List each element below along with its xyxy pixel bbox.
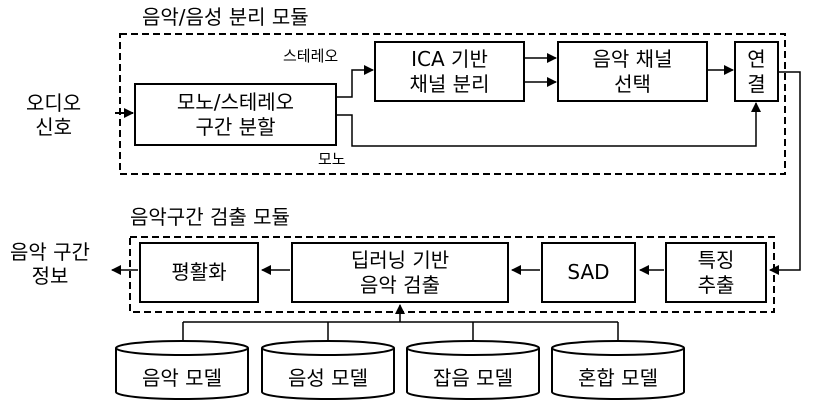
output-line-1: 음악 구간 bbox=[10, 240, 90, 264]
music-channel-select-box: 음악 채널 선택 bbox=[557, 41, 708, 102]
dl-music-detection-box: 딥러닝 기반 음악 검출 bbox=[291, 242, 509, 303]
detection-module-frame bbox=[129, 236, 775, 313]
mono-stereo-split-line-2: 구간 분할 bbox=[195, 114, 276, 139]
noise-model-db: 잡음 모델 bbox=[406, 340, 540, 400]
mixed-model-label: 혼합 모델 bbox=[578, 366, 658, 390]
database-icon bbox=[261, 340, 395, 400]
mixed-model-db: 혼합 모델 bbox=[551, 340, 685, 400]
separation-module-title: 음악/음성 분리 모듈 bbox=[142, 5, 309, 29]
speech-model-label: 음성 모델 bbox=[288, 366, 368, 390]
audio-input-line-1: 오디오 bbox=[26, 91, 82, 115]
concat-line-2: 결 bbox=[747, 71, 766, 96]
concat-box: 연 결 bbox=[734, 41, 779, 102]
music-model-db: 음악 모델 bbox=[115, 340, 249, 400]
audio-input-label: 오디오 신호 bbox=[26, 91, 81, 139]
mono-stereo-split-line-1: 모노/스테레오 bbox=[176, 89, 295, 114]
database-icon bbox=[115, 340, 249, 400]
ica-separation-line-1: ICA 기반 bbox=[411, 46, 488, 71]
ica-separation-line-2: 채널 분리 bbox=[409, 71, 490, 96]
mono-label: 모노 bbox=[318, 150, 346, 168]
database-icon bbox=[406, 340, 540, 400]
feature-extraction-box: 특징 추출 bbox=[665, 242, 767, 303]
feature-extraction-line-2: 추출 bbox=[697, 272, 735, 297]
sad-box: SAD bbox=[541, 242, 636, 303]
speech-model-db: 음성 모델 bbox=[261, 340, 395, 400]
arrow-stereo-to-ica bbox=[337, 65, 374, 98]
music-channel-select-line-1: 음악 채널 bbox=[592, 46, 673, 71]
audio-input-line-2: 신호 bbox=[35, 115, 72, 139]
concat-line-1: 연 bbox=[747, 46, 766, 71]
smoothing-box: 평활화 bbox=[139, 242, 259, 303]
noise-model-label: 잡음 모델 bbox=[433, 366, 513, 390]
dl-music-detection-line-2: 음악 검출 bbox=[360, 272, 440, 297]
smoothing-label: 평활화 bbox=[171, 260, 227, 284]
music-model-label: 음악 모델 bbox=[142, 366, 222, 390]
mono-stereo-split-box: 모노/스테레오 구간 분할 bbox=[134, 83, 337, 146]
output-line-2: 정보 bbox=[31, 264, 69, 288]
arrow-concat-to-features bbox=[769, 71, 801, 275]
database-icon bbox=[551, 340, 685, 400]
stereo-label: 스테레오 bbox=[283, 47, 339, 65]
music-channel-select-line-2: 선택 bbox=[614, 71, 651, 96]
separation-module-frame bbox=[119, 33, 786, 175]
dl-music-detection-line-1: 딥러닝 기반 bbox=[350, 247, 450, 272]
arrow-mono-to-concat bbox=[337, 102, 761, 147]
feature-extraction-line-1: 특징 bbox=[697, 247, 735, 272]
music-section-info-label: 음악 구간 정보 bbox=[10, 240, 90, 288]
ica-separation-box: ICA 기반 채널 분리 bbox=[374, 41, 525, 102]
sad-label: SAD bbox=[567, 260, 610, 284]
detection-module-title: 음악구간 검출 모듈 bbox=[130, 205, 290, 229]
